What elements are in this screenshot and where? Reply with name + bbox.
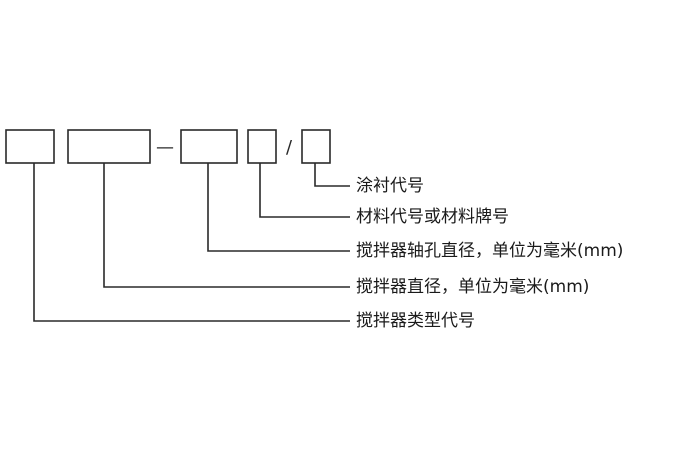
code-box-diameter — [67, 129, 151, 164]
leader-line-bore — [207, 163, 350, 252]
leader-line-material — [259, 163, 350, 218]
leader-line-diameter — [103, 163, 350, 288]
separator-slash: / — [286, 137, 293, 158]
code-box-material — [247, 129, 277, 164]
leader-line-type — [33, 163, 350, 322]
label-material-code: 材料代号或材料牌号 — [356, 207, 509, 227]
leader-line-lining — [314, 163, 350, 187]
code-box-lining — [301, 129, 331, 164]
code-box-bore — [180, 129, 238, 164]
separator-dash: — — [156, 137, 174, 158]
label-lining-code: 涂衬代号 — [356, 176, 424, 196]
label-agitator-diameter: 搅拌器直径，单位为毫米(mm) — [356, 277, 590, 297]
label-bore-diameter: 搅拌器轴孔直径，单位为毫米(mm) — [356, 241, 624, 261]
code-box-type — [5, 129, 55, 164]
label-agitator-type: 搅拌器类型代号 — [356, 311, 475, 331]
